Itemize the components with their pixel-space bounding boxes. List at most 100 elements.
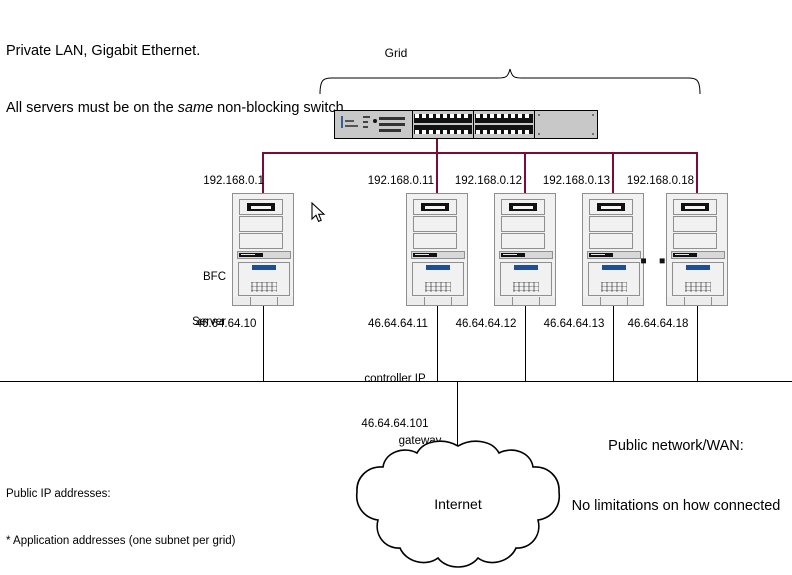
controller-ip-note-line-2: 46.64.64.101 xyxy=(361,418,429,430)
bfc-label-line-1: BFC xyxy=(203,271,226,283)
switch-screw-icon xyxy=(538,133,540,135)
private-ip-label-server-3: 192.168.0.12 xyxy=(454,175,522,187)
server-node-11[interactable] xyxy=(406,193,468,306)
switch-port-row-bottom xyxy=(414,125,472,134)
private-ip-label-server-1: 192.168.0.1 xyxy=(203,175,264,187)
switch-mode-button[interactable] xyxy=(373,119,377,123)
switch-label-mark-3 xyxy=(363,116,370,118)
private-ip-label-server-5: 192.168.0.18 xyxy=(626,175,694,187)
public-network-wan-note: Public network/WAN: No limitations on ho… xyxy=(560,396,792,556)
server-vent-icon xyxy=(513,282,539,292)
server-node-12[interactable] xyxy=(494,193,556,306)
server-front-panel xyxy=(238,262,290,296)
server-drive-front-icon xyxy=(597,203,625,211)
server-floppy-drive-icon xyxy=(671,251,725,259)
controller-ip-note: controller IP 46.64.64.101 xyxy=(340,342,450,462)
internet-label: Internet xyxy=(434,496,482,512)
header-line-2: All servers must be on the same non-bloc… xyxy=(6,99,344,118)
server-drive-front-icon xyxy=(681,203,709,211)
server-empty-bay xyxy=(501,233,545,249)
server-node-18[interactable] xyxy=(666,193,728,306)
server-front-panel xyxy=(500,262,552,296)
server-drive-front-icon xyxy=(421,203,449,211)
switch-control-panel xyxy=(335,111,413,138)
switch-port-block-2[interactable] xyxy=(474,111,535,138)
switch-port-row-top xyxy=(414,114,472,123)
lan-wire-drop-server-4 xyxy=(612,152,614,194)
public-link-server-4 xyxy=(613,306,614,382)
gateway-link xyxy=(457,382,458,446)
public-ip-label-server-1: 46.64.64.10 xyxy=(195,318,257,330)
server-empty-bay xyxy=(239,233,283,249)
server-front-panel xyxy=(412,262,464,296)
server-empty-bay xyxy=(501,216,545,232)
server-vent-icon xyxy=(425,282,451,292)
server-accent-bar xyxy=(602,265,626,270)
server-empty-bay xyxy=(239,216,283,232)
server-accent-bar xyxy=(514,265,538,270)
public-ip-label-server-5: 46.64.64.18 xyxy=(627,318,689,330)
header-line-2-post: non-blocking switch xyxy=(213,100,344,116)
server-empty-bay xyxy=(413,216,457,232)
server-empty-bay xyxy=(413,233,457,249)
switch-label-mark-2 xyxy=(345,125,358,127)
switch-label-mark-1 xyxy=(345,120,354,122)
mouse-cursor-icon xyxy=(311,202,326,223)
public-link-server-2 xyxy=(437,306,438,382)
server-empty-bay xyxy=(589,216,633,232)
server-base xyxy=(582,297,644,306)
public-link-server-5 xyxy=(697,306,698,382)
switch-screw-icon xyxy=(538,114,540,116)
switch-label-mark-4 xyxy=(363,121,368,123)
server-floppy-drive-icon xyxy=(237,251,291,259)
wan-note-line-1: Public network/WAN: xyxy=(608,438,744,454)
server-chassis xyxy=(232,193,294,298)
server-front-panel xyxy=(588,262,640,296)
header-line-2-pre: All servers must be on the xyxy=(6,100,178,116)
bfc-server-label: BFC Server xyxy=(152,240,226,360)
server-base xyxy=(232,297,294,306)
switch-port-row-bottom xyxy=(475,125,533,134)
header-line-2-emphasis: same xyxy=(177,100,214,116)
server-chassis xyxy=(666,193,728,298)
public-ip-label-server-4: 46.64.64.13 xyxy=(543,318,605,330)
server-drive-bay xyxy=(501,199,545,215)
server-front-panel xyxy=(672,262,724,296)
ethernet-switch[interactable] xyxy=(334,110,598,139)
lan-wire-drop-server-1 xyxy=(262,152,264,194)
server-floppy-drive-icon xyxy=(411,251,465,259)
server-node-13[interactable] xyxy=(582,193,644,306)
lan-wire-drop-server-5 xyxy=(696,152,698,194)
server-base xyxy=(666,297,728,306)
switch-led-bar xyxy=(341,116,343,128)
controller-ip-note-line-1: controller IP xyxy=(364,373,426,385)
header-line-1: Private LAN, Gigabit Ethernet. xyxy=(6,43,201,59)
server-empty-bay xyxy=(673,216,717,232)
lan-wire-switch-drop xyxy=(436,139,438,153)
switch-screw-icon xyxy=(592,114,594,116)
server-drive-bay xyxy=(673,199,717,215)
server-vent-icon xyxy=(685,282,711,292)
private-ip-label-server-2: 192.168.0.11 xyxy=(367,175,434,187)
server-accent-bar xyxy=(686,265,710,270)
header-note: Private LAN, Gigabit Ethernet. All serve… xyxy=(6,4,344,156)
internet-cloud-icon xyxy=(355,440,561,568)
switch-led-row-2 xyxy=(379,123,405,126)
public-ip-label-server-3: 46.64.64.12 xyxy=(455,318,517,330)
server-bfc[interactable] xyxy=(232,193,294,306)
wan-note-line-2: No limitations on how connected xyxy=(571,498,781,514)
server-drive-bay xyxy=(239,199,283,215)
grid-brace-icon xyxy=(319,68,701,94)
lan-wire-drop-server-2 xyxy=(436,152,438,194)
server-floppy-drive-icon xyxy=(499,251,553,259)
lan-wire-drop-server-3 xyxy=(524,152,526,194)
server-chassis xyxy=(406,193,468,298)
public-network-bus xyxy=(0,381,792,382)
switch-screw-icon xyxy=(592,133,594,135)
server-drive-bay xyxy=(589,199,633,215)
public-ip-legend: Public IP addresses: * Application addre… xyxy=(6,456,307,575)
private-ip-label-server-4: 192.168.0.13 xyxy=(542,175,610,187)
server-base xyxy=(406,297,468,306)
switch-port-block-1[interactable] xyxy=(413,111,474,138)
